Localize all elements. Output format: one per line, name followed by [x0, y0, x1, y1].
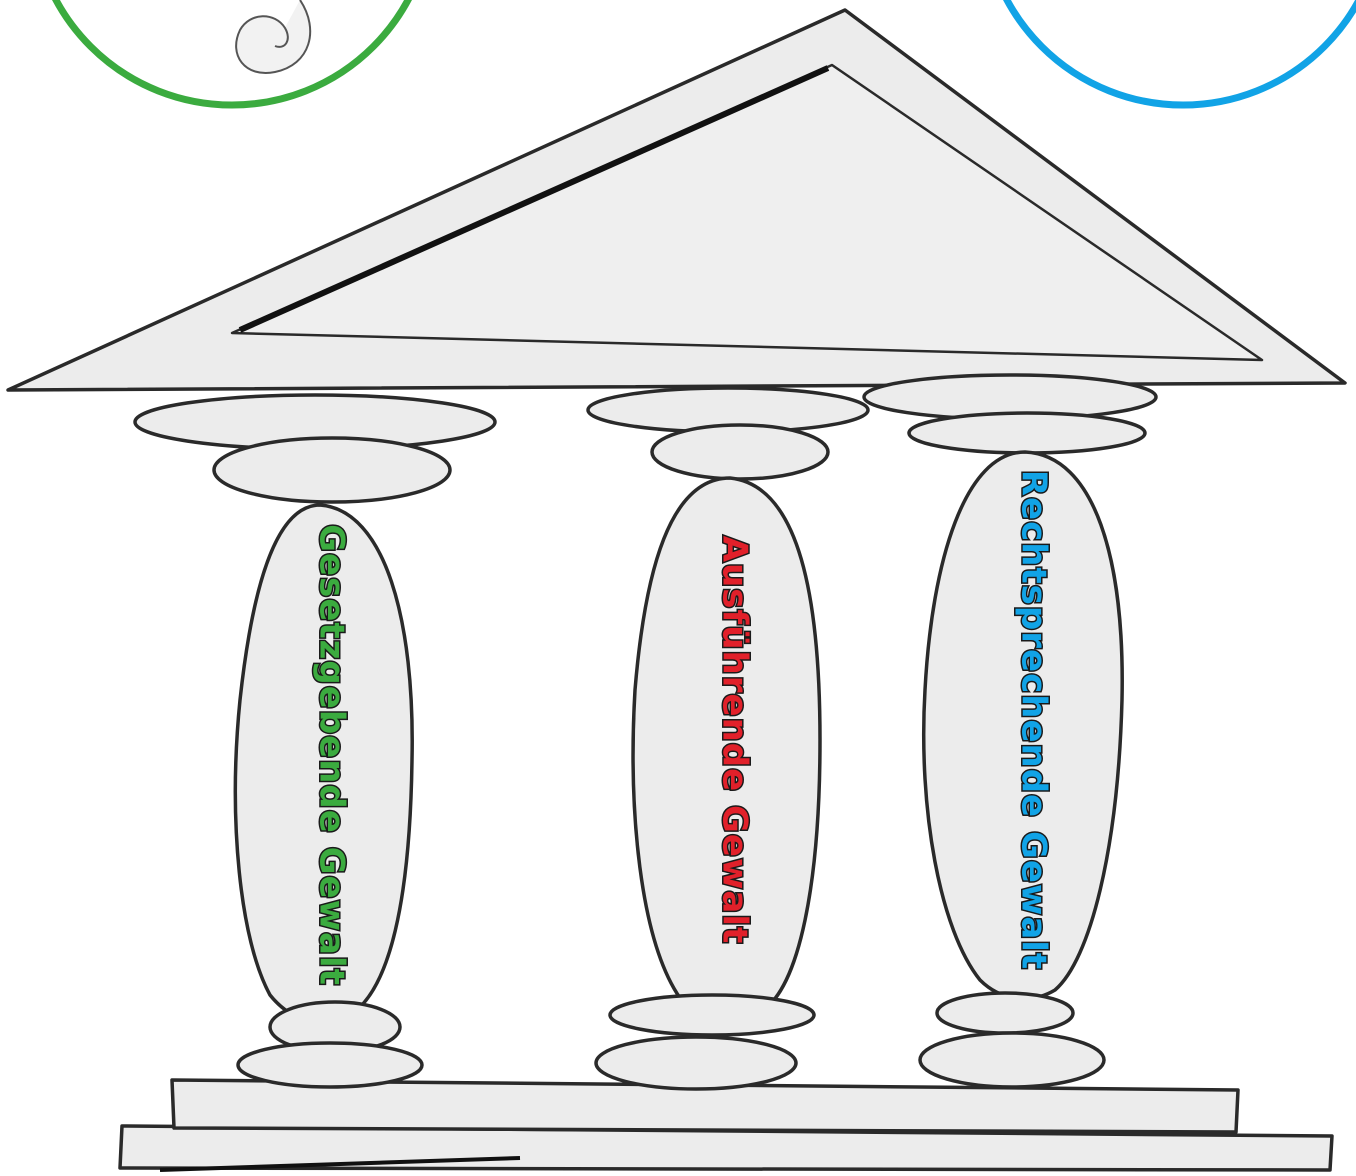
ornament-swirl — [236, 0, 310, 73]
pillar-label-judicial: Rechtsprechende Gewalt — [1014, 470, 1054, 970]
pillar-label-executive: Ausführende Gewalt — [715, 536, 755, 944]
temple-base — [120, 1080, 1332, 1170]
pillar-legislative: Gesetzgebende Gewalt — [135, 395, 495, 1087]
temple-roof — [8, 10, 1345, 390]
green-circle — [32, 0, 432, 105]
pillar-judicial: Rechtsprechende Gewalt — [864, 375, 1156, 1087]
pillar-label-legislative: Gesetzgebende Gewalt — [312, 524, 352, 986]
pillar-executive: Ausführende Gewalt — [588, 388, 868, 1089]
blue-circle — [983, 0, 1356, 105]
